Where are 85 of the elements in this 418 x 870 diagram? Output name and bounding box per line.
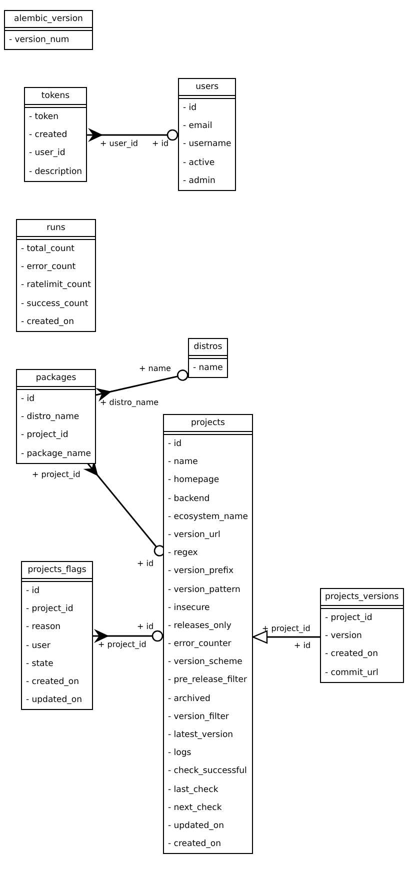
column-name: - regex xyxy=(167,547,199,560)
column-name: - state xyxy=(25,658,54,671)
column-name: - created_on xyxy=(167,838,222,852)
column-name: - last_check xyxy=(167,784,220,797)
entity-table xyxy=(16,219,96,332)
table-name: projects_flags xyxy=(22,562,92,582)
column-name: - user xyxy=(25,640,52,653)
table-name: projects xyxy=(164,415,252,435)
entity-table xyxy=(16,369,96,464)
column-name: - logs xyxy=(167,747,192,760)
column-name: - version_pattern xyxy=(167,584,242,596)
column-name: - id xyxy=(20,393,36,406)
column-name: - project_id xyxy=(20,429,70,442)
column-name: - username xyxy=(182,138,232,152)
table-name: alembic_version xyxy=(5,11,92,31)
column-name: - insecure xyxy=(167,602,211,615)
column-name: - created_on xyxy=(20,316,75,329)
column-name: - version_filter xyxy=(167,710,230,724)
column-name: - id xyxy=(167,438,183,451)
role-label: + project_id xyxy=(98,640,146,649)
column-name: - total_count xyxy=(20,243,76,256)
column-name: - error_count xyxy=(20,261,77,274)
role-label: + distro_name xyxy=(100,398,159,407)
column-name: - name xyxy=(192,362,224,375)
role-label: + id xyxy=(152,139,169,148)
column-name: - project_id xyxy=(324,612,374,625)
column-name: - description xyxy=(28,166,84,179)
column-name: - id xyxy=(182,102,198,115)
entity-table xyxy=(163,414,253,854)
column-name: - name xyxy=(167,456,199,470)
role-label: + project_id xyxy=(262,624,310,633)
column-name: - backend xyxy=(167,492,211,506)
column-name: - created_on xyxy=(25,676,80,689)
table-name: distros xyxy=(189,339,227,359)
column-name: - archived xyxy=(167,692,212,706)
column-name: - version_prefix xyxy=(167,565,234,578)
column-name: - check_successful xyxy=(167,765,248,778)
entity-table xyxy=(320,588,404,683)
entity-table xyxy=(24,87,88,182)
column-name: - homepage xyxy=(167,474,220,488)
table-name: users xyxy=(179,79,236,99)
column-name: - created_on xyxy=(324,648,379,662)
role-label: + id xyxy=(137,622,154,631)
entity-table xyxy=(21,561,93,710)
column-name: - latest_version xyxy=(167,729,234,742)
column-name: - email xyxy=(182,120,214,134)
role-label: + name xyxy=(139,364,171,373)
column-name: - active xyxy=(182,156,216,170)
role-label: + user_id xyxy=(100,139,138,148)
column-name: - version_num xyxy=(8,34,70,47)
entity-table xyxy=(188,338,228,378)
column-name: - project_id xyxy=(25,603,74,616)
column-name: - releases_only xyxy=(167,620,232,633)
column-name: - commit_url xyxy=(324,666,380,680)
column-name: - ecosystem_name xyxy=(167,510,249,524)
column-name: - token xyxy=(28,111,60,124)
entity-table xyxy=(4,10,93,50)
column-name: - pre_release_filter xyxy=(167,674,248,688)
table-name: projects_versions xyxy=(321,589,403,609)
column-name: - version_scheme xyxy=(167,656,244,670)
relationship-line xyxy=(87,128,178,142)
entity-table xyxy=(178,78,236,191)
role-label: + id xyxy=(137,559,154,568)
table-name: tokens xyxy=(25,88,86,108)
column-name: - success_count xyxy=(20,298,90,311)
column-name: - version_url xyxy=(167,528,222,542)
column-name: - updated_on xyxy=(167,820,225,833)
column-name: - created xyxy=(28,129,68,142)
column-name: - admin xyxy=(182,174,216,188)
column-name: - ratelimit_count xyxy=(20,279,92,292)
relationship-line xyxy=(95,370,188,402)
table-name: runs xyxy=(17,220,95,240)
column-name: - distro_name xyxy=(20,411,80,424)
role-label: + id xyxy=(294,641,311,650)
column-name: - package_name xyxy=(20,448,92,461)
column-name: - reason xyxy=(25,621,62,634)
column-name: - next_check xyxy=(167,802,223,815)
relationship-line xyxy=(93,629,164,643)
column-name: - error_counter xyxy=(167,638,232,652)
column-name: - updated_on xyxy=(25,694,83,708)
column-name: - id xyxy=(25,585,41,598)
column-name: - version xyxy=(324,630,363,644)
table-name: packages xyxy=(17,370,96,390)
relationship-line xyxy=(252,630,320,644)
column-name: - user_id xyxy=(28,147,66,160)
